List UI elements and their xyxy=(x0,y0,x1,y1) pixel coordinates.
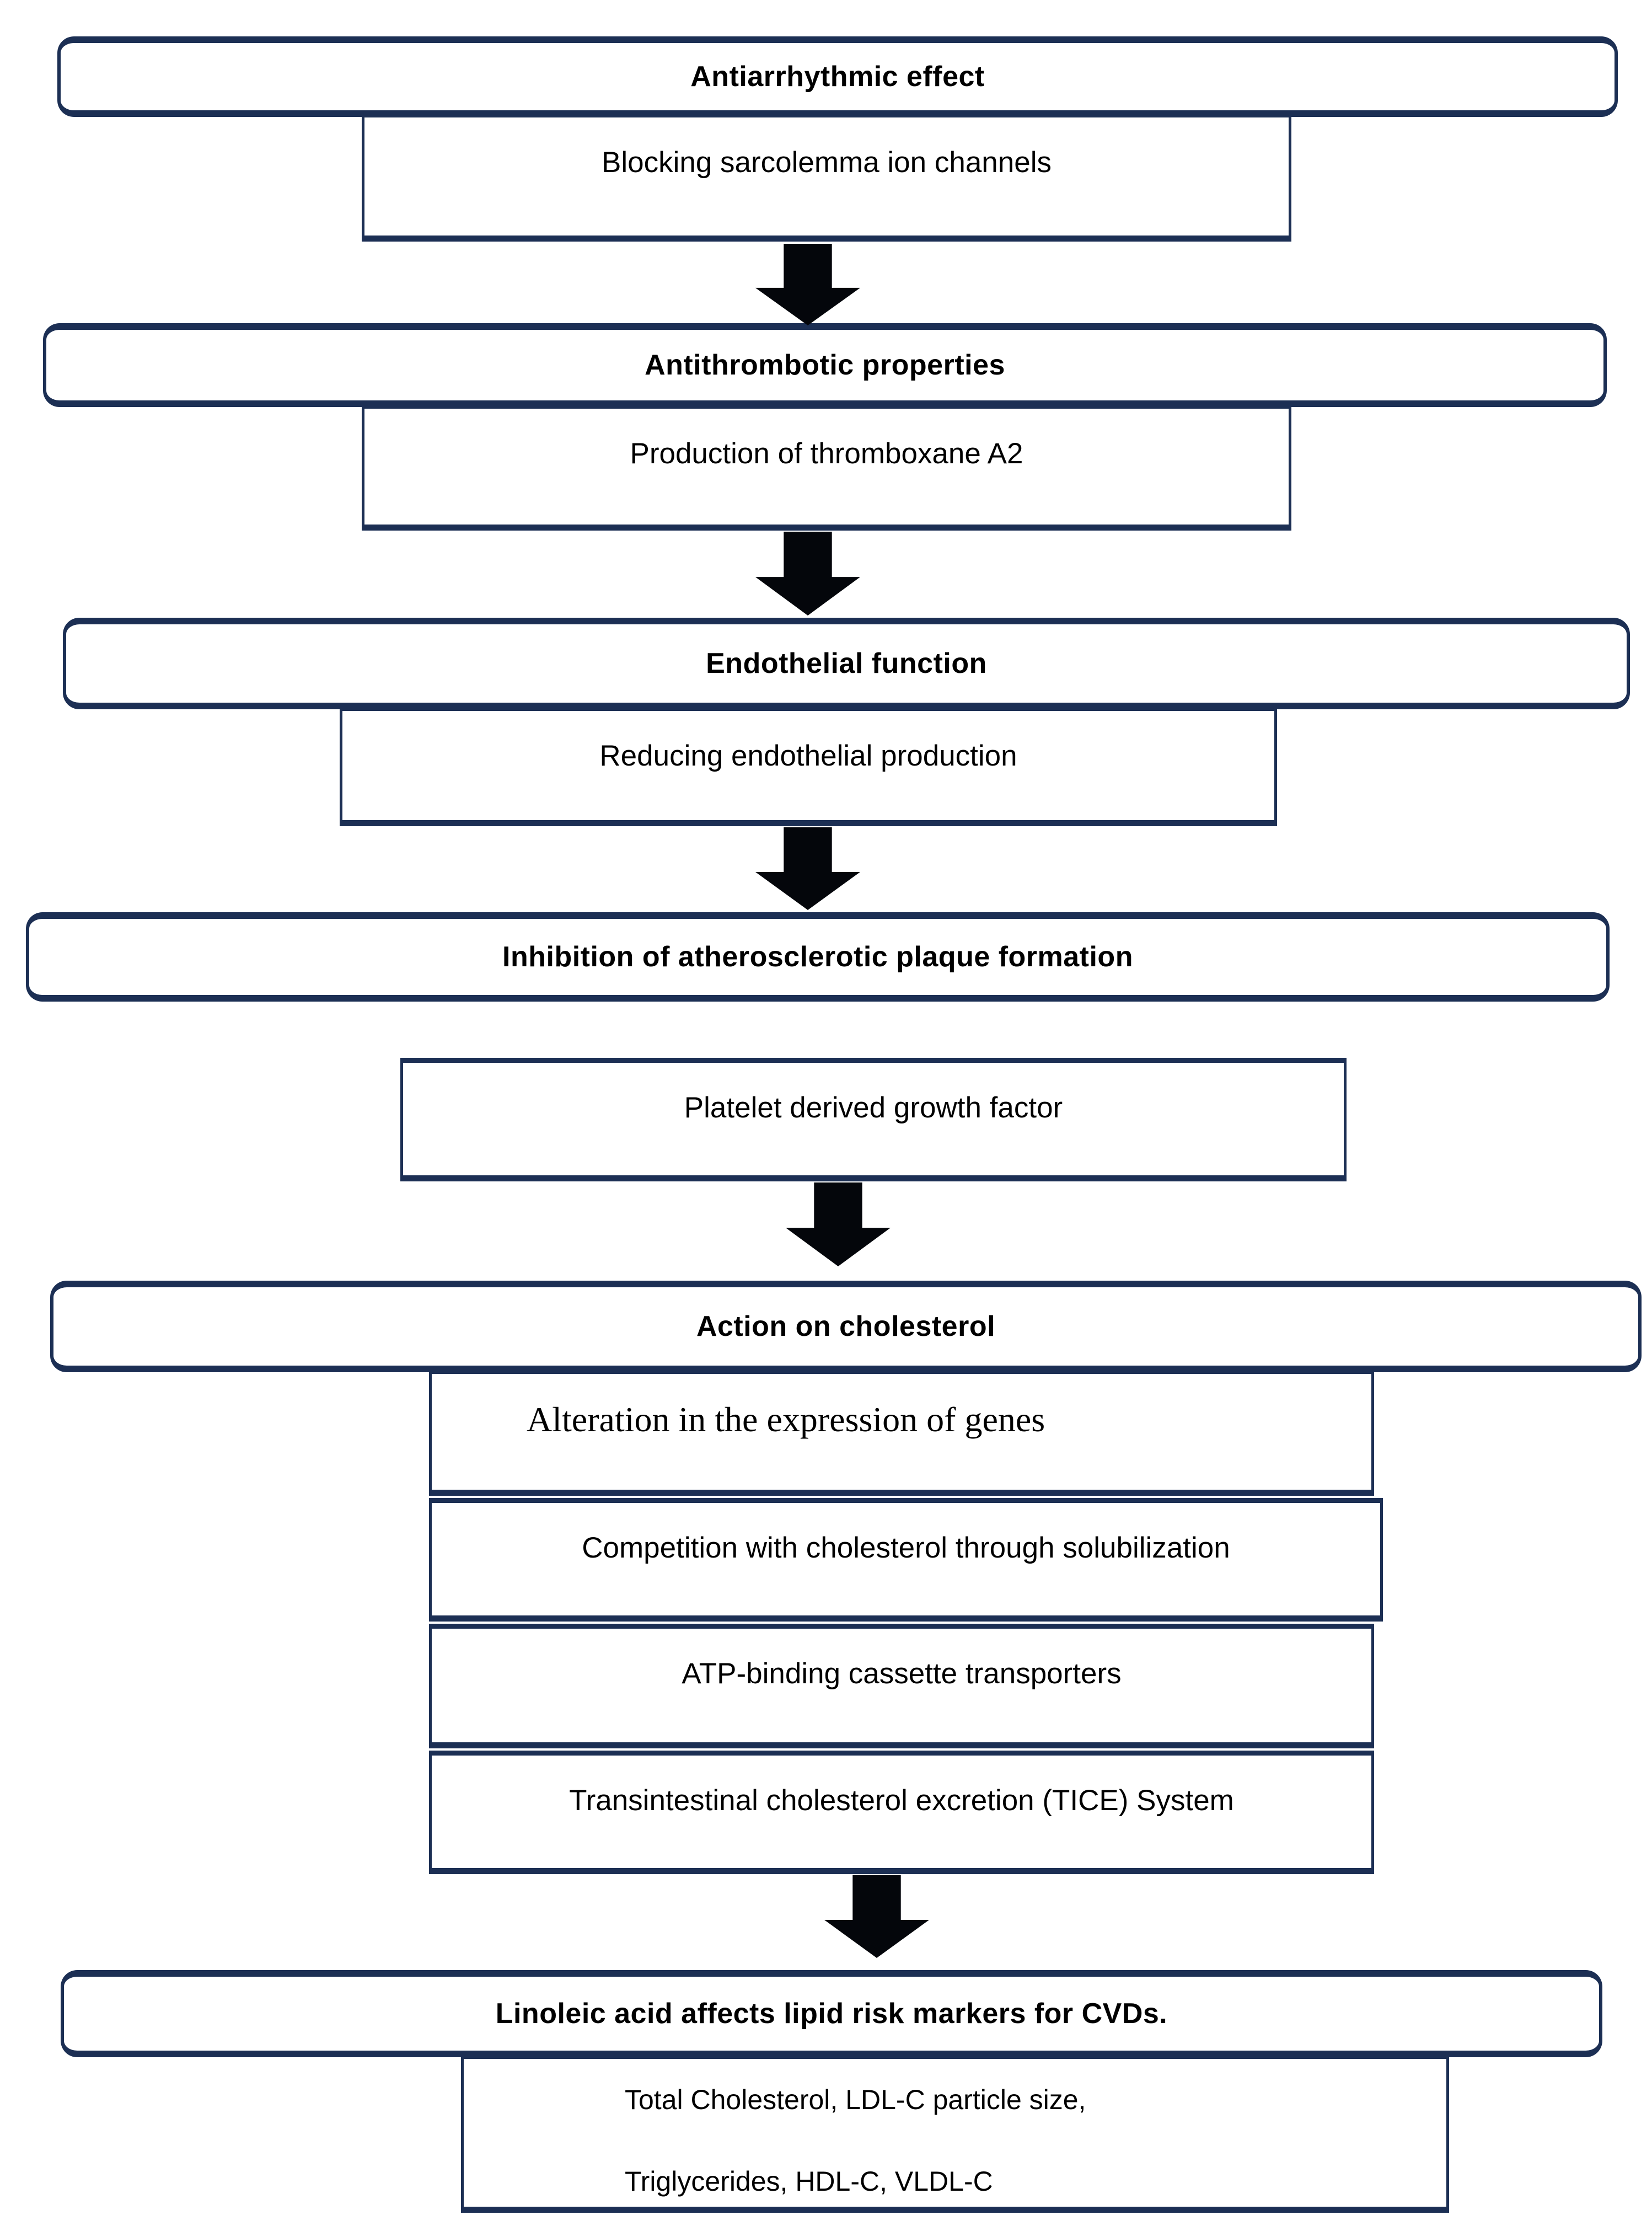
section-detail: Competition with cholesterol through sol… xyxy=(582,1532,1230,1564)
down-arrow-icon xyxy=(755,244,860,325)
box-blocking-sarcolemma: Blocking sarcolemma ion channels xyxy=(362,115,1291,242)
box-production-thromboxane: Production of thromboxane A2 xyxy=(362,406,1291,531)
box-competition-solubilization: Competition with cholesterol through sol… xyxy=(429,1498,1383,1622)
box-platelet-growth-factor: Platelet derived growth factor xyxy=(400,1058,1347,1181)
section-detail: Transintestinal cholesterol excretion (T… xyxy=(569,1784,1234,1817)
section-title: Inhibition of atherosclerotic plaque for… xyxy=(502,941,1133,973)
box-atp-binding-transporters: ATP-binding cassette transporters xyxy=(429,1624,1374,1748)
section-detail: Platelet derived growth factor xyxy=(684,1091,1063,1124)
section-title: Endothelial function xyxy=(706,648,987,679)
box-lipid-risk-markers: Linoleic acid affects lipid risk markers… xyxy=(61,1970,1602,2057)
box-reducing-endothelial: Reducing endothelial production xyxy=(340,708,1277,826)
down-arrow-icon xyxy=(755,532,860,616)
section-detail: ATP-binding cassette transporters xyxy=(682,1657,1122,1690)
box-tice-system: Transintestinal cholesterol excretion (T… xyxy=(429,1751,1374,1874)
lipid-marker-line: Total Cholesterol, LDL-C particle size, xyxy=(625,2084,1086,2115)
section-title: Linoleic acid affects lipid risk markers… xyxy=(495,1998,1168,2030)
section-detail: Blocking sarcolemma ion channels xyxy=(601,146,1052,179)
box-lipid-markers-list: Total Cholesterol, LDL-C particle size, … xyxy=(461,2056,1449,2213)
section-title: Antiarrhythmic effect xyxy=(690,61,985,93)
section-detail: Alteration in the expression of genes xyxy=(527,1400,1045,1439)
lipid-marker-line: Triglycerides, HDL-C, VLDL-C xyxy=(625,2165,993,2197)
box-endothelial-function: Endothelial function xyxy=(63,618,1630,709)
box-inhibition-plaque-formation: Inhibition of atherosclerotic plaque for… xyxy=(26,912,1610,1002)
down-arrow-icon xyxy=(824,1875,929,1958)
box-antiarrhythmic-effect: Antiarrhythmic effect xyxy=(57,36,1618,117)
section-title: Action on cholesterol xyxy=(696,1310,996,1342)
section-title: Antithrombotic properties xyxy=(645,349,1005,381)
down-arrow-icon xyxy=(755,827,860,910)
box-antithrombotic-properties: Antithrombotic properties xyxy=(43,323,1607,407)
down-arrow-icon xyxy=(786,1182,891,1266)
section-detail: Production of thromboxane A2 xyxy=(630,437,1023,470)
box-alteration-genes: Alteration in the expression of genes xyxy=(429,1371,1374,1496)
box-action-on-cholesterol: Action on cholesterol xyxy=(50,1281,1642,1372)
section-detail: Reducing endothelial production xyxy=(599,740,1017,772)
